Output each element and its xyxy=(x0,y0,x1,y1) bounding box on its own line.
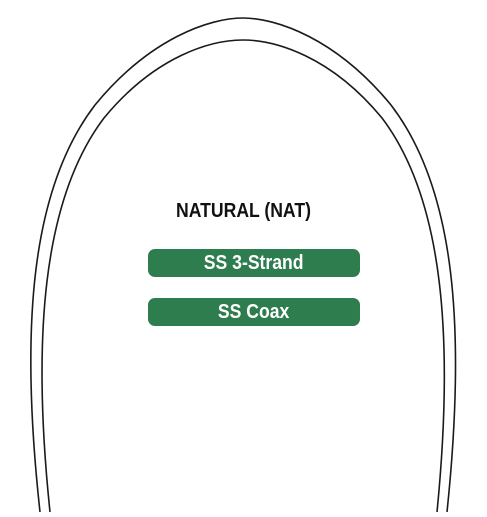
inner-arch-line xyxy=(41,39,446,513)
diagram-title: NATURAL (NAT) xyxy=(176,200,311,222)
label-pill-ss-coax: SS Coax xyxy=(148,298,360,326)
label-pill-text: SS Coax xyxy=(218,300,290,323)
label-pill-text: SS 3-Strand xyxy=(204,251,304,274)
label-pill-ss-3-strand: SS 3-Strand xyxy=(148,249,360,277)
outer-arch-line xyxy=(29,17,457,513)
